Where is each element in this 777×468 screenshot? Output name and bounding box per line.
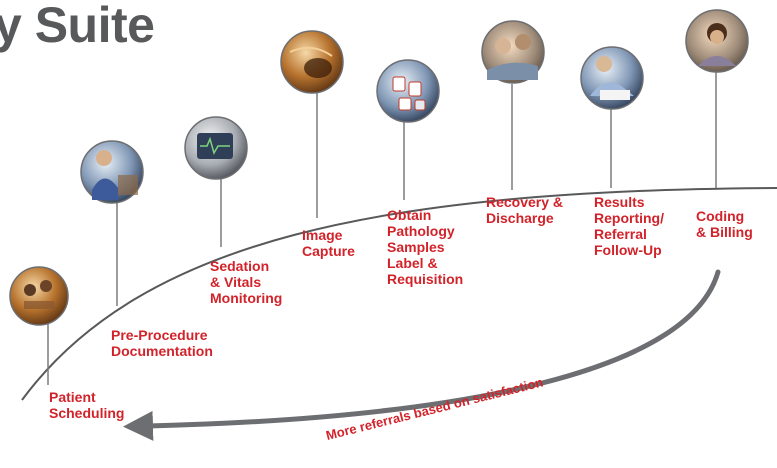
photo-physician-writing [580,46,644,110]
photo-specimen-containers [376,59,440,123]
photo-patient-recovery [481,20,545,84]
photo-billing-staff [685,9,749,73]
photo-vitals-monitor [184,116,248,180]
photo-nurse-at-counter [80,140,144,204]
process-curve [21,187,777,401]
photo-endoscopic-image [280,30,344,94]
page-title: y Suite [0,0,155,53]
return-arrow [123,269,721,441]
step-label-results-reporting: Results Reporting/ Referral Follow-Up [594,194,664,258]
photo-people-at-desk [9,266,69,326]
step-label-sedation-vitals: Sedation & Vitals Monitoring [210,258,283,306]
step-label-pre-procedure-documentation: Pre-Procedure Documentation [111,327,213,359]
step-label-obtain-pathology: Obtain Pathology Samples Label & Requisi… [387,207,464,287]
step-label-patient-scheduling: Patient Scheduling [49,389,125,421]
step-label-coding-billing: Coding & Billing [696,208,753,240]
step-label-image-capture: Image Capture [302,227,355,259]
step-label-recovery-discharge: Recovery & Discharge [486,194,564,226]
